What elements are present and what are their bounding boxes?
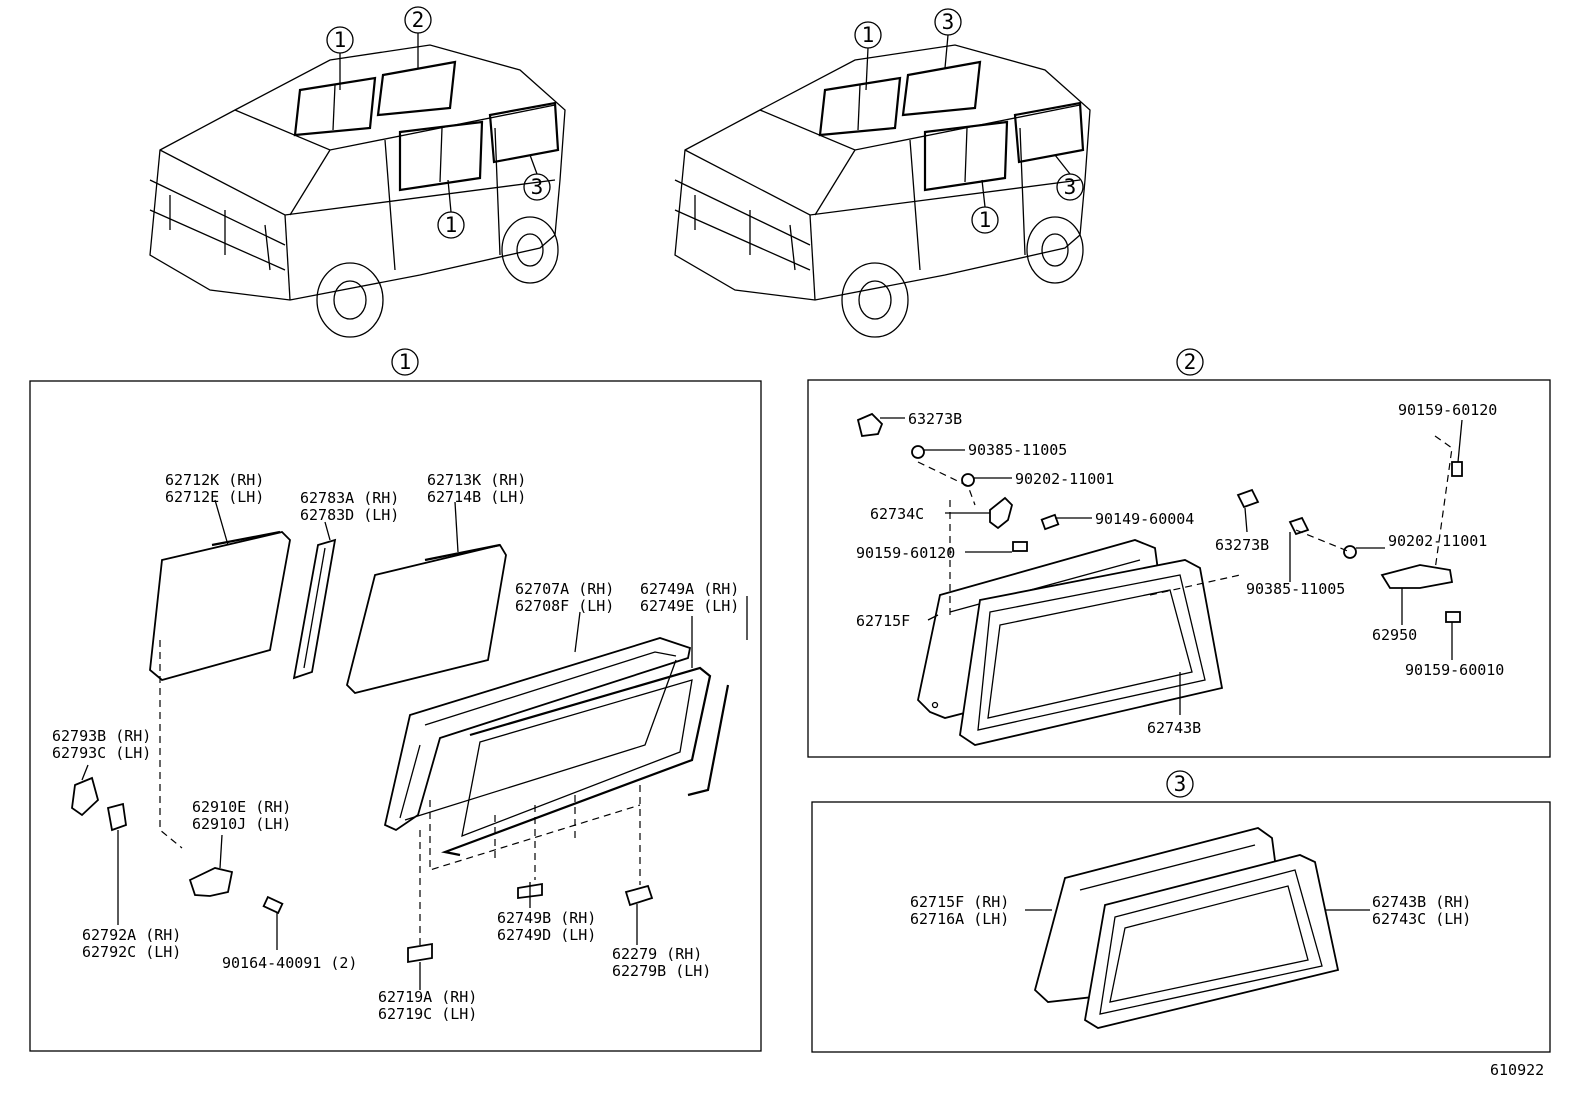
part-label: 62783A (RH) [300, 489, 399, 507]
part-label: 62712E (LH) [165, 488, 264, 506]
screw-icon [262, 895, 284, 915]
screw-icon [1040, 513, 1060, 531]
part-label: 63273B [908, 410, 962, 428]
callout-1-icon: 1 [334, 28, 347, 52]
part-label: 62749E (LH) [640, 597, 739, 615]
part-label: 62793B (RH) [52, 727, 151, 745]
callout-1-icon: 1 [979, 208, 992, 232]
part-label: 62707A (RH) [515, 580, 614, 598]
section-1-callout: 1 [399, 350, 412, 374]
part-label: 62910J (LH) [192, 815, 291, 833]
callout-1-icon: 1 [862, 23, 875, 47]
part-label: 62279 (RH) [612, 945, 702, 963]
grommet-icon [1236, 488, 1260, 509]
nut-icon [911, 445, 925, 459]
washer-icon [1343, 545, 1357, 559]
part-label: 62910E (RH) [192, 798, 291, 816]
part-label: 90159-60120 [856, 544, 955, 562]
part-label: 62715F [856, 612, 910, 630]
part-label: 90159-60010 [1405, 661, 1504, 679]
diagram-id: 610922 [1490, 1061, 1544, 1079]
part-label: 62714B (LH) [427, 488, 526, 506]
screw-icon [1445, 611, 1461, 623]
van-illustration-right: 1 3 3 1 [674, 8, 1091, 338]
part-label: 62749B (RH) [497, 909, 596, 927]
bracket-icon [71, 776, 100, 817]
screw-icon [1012, 541, 1028, 552]
part-label: 90385-11005 [968, 441, 1067, 459]
section-1-panel: 1 [29, 348, 762, 1052]
quarter-glass-right [346, 543, 507, 694]
grommet-icon [856, 412, 884, 437]
screw-icon [1451, 461, 1463, 477]
inner-seal [440, 666, 712, 857]
part-label: 62783D (LH) [300, 506, 399, 524]
part-label: 62743B [1147, 719, 1201, 737]
part-label: 62279B (LH) [612, 962, 711, 980]
clip-icon [106, 802, 127, 832]
part-label: 62708F (LH) [515, 597, 614, 615]
part-label: 62716A (LH) [910, 910, 1009, 928]
part-label: 62793C (LH) [52, 744, 151, 762]
part-label: 62792C (LH) [82, 943, 181, 961]
part-label: 62712K (RH) [165, 471, 264, 489]
side-seal-frame [1084, 854, 1340, 1029]
part-label: 62749A (RH) [640, 580, 739, 598]
part-label: 90149-60004 [1095, 510, 1194, 528]
washer-icon [961, 473, 975, 487]
nut-icon [1288, 516, 1310, 536]
part-label: 62743C (LH) [1372, 910, 1471, 928]
callout-2-icon: 2 [412, 8, 425, 32]
part-label: 62713K (RH) [427, 471, 526, 489]
part-label: 62719C (LH) [378, 1005, 477, 1023]
part-label: 62950 [1372, 626, 1417, 644]
pad-icon [624, 884, 654, 907]
callout-3-icon: 3 [531, 175, 544, 199]
stay-bracket-icon [1380, 564, 1454, 589]
quarter-glass-left [149, 531, 291, 681]
part-label: 90159-60120 [1398, 401, 1497, 419]
part-label: 62734C [870, 505, 924, 523]
section-3-panel: 3 62715F (RH) 62716A (LH) 62743B (RH) 62… [811, 770, 1551, 1053]
part-label: 62719A (RH) [378, 988, 477, 1006]
callout-3-icon: 3 [1064, 175, 1077, 199]
block-icon [407, 942, 433, 964]
part-label: 90202-11001 [1388, 532, 1487, 550]
callout-1-icon: 1 [445, 213, 458, 237]
part-label: 62743B (RH) [1372, 893, 1471, 911]
window-frame [383, 637, 692, 832]
part-label: 90385-11005 [1246, 580, 1345, 598]
part-label: 62749D (LH) [497, 926, 596, 944]
part-label: 62715F (RH) [910, 893, 1009, 911]
section-2-callout: 2 [1184, 350, 1197, 374]
callout-3-icon: 3 [942, 10, 955, 34]
section-3-callout: 3 [1174, 772, 1187, 796]
part-label: 90202-11001 [1015, 470, 1114, 488]
section-2-panel: 2 [807, 348, 1551, 758]
van-illustration-left: 1 2 3 1 [149, 6, 566, 338]
part-label: 62792A (RH) [82, 926, 181, 944]
part-label: 90164-40091 (2) [222, 954, 357, 972]
latch-icon [188, 867, 234, 897]
roof-seal-frame [959, 559, 1224, 746]
part-label: 63273B [1215, 536, 1269, 554]
hinge-icon [989, 496, 1014, 530]
